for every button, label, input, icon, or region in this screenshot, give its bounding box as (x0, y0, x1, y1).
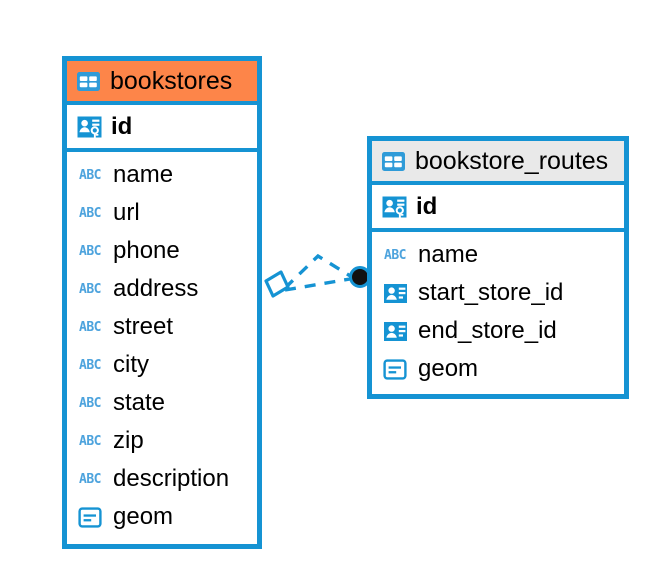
table-icon (76, 71, 101, 92)
primary-key-icon (76, 115, 103, 139)
relationship-source-diamond-icon (264, 270, 290, 298)
field-row[interactable]: ABC address (76, 270, 249, 308)
entity-bookstores-field-list: ABC name ABC url ABC phone ABC address A… (67, 152, 257, 540)
relationship-line-lower (284, 277, 351, 292)
text-field-icon: ABC (79, 205, 101, 221)
field-label: description (113, 465, 230, 492)
entity-bookstore-routes[interactable]: bookstore_routes id ABC name (367, 136, 629, 399)
entity-bookstores[interactable]: bookstores id ABC name (62, 56, 262, 549)
field-row[interactable]: geom (381, 350, 616, 388)
geometry-field-icon (76, 506, 104, 528)
text-field-icon: ABC (384, 247, 406, 263)
field-row[interactable]: ABC zip (76, 422, 249, 460)
field-label: phone (113, 237, 180, 264)
geometry-field-icon (381, 358, 409, 380)
field-row[interactable]: ABC street (76, 308, 249, 346)
entity-bookstores-title: bookstores (110, 66, 233, 95)
field-label: name (418, 241, 479, 268)
primary-key-icon (381, 195, 408, 219)
entity-bookstores-header[interactable]: bookstores (67, 61, 257, 105)
relationship-line-upper (283, 253, 353, 290)
table-icon (381, 151, 406, 172)
foreign-key-icon (381, 321, 409, 342)
entity-bookstore-routes-primary-key-row[interactable]: id (372, 185, 624, 232)
field-label: state (113, 389, 166, 416)
field-row[interactable]: ABC name (381, 236, 616, 274)
text-field-icon: ABC (79, 243, 101, 259)
field-label: city (113, 351, 149, 378)
text-field-icon: ABC (79, 167, 101, 183)
field-label: geom (113, 503, 174, 530)
entity-bookstore-routes-primary-key-label: id (416, 192, 438, 220)
entity-bookstore-routes-title: bookstore_routes (415, 146, 609, 175)
field-label: start_store_id (418, 279, 564, 306)
field-row[interactable]: start_store_id (381, 274, 616, 312)
field-label: name (113, 161, 174, 188)
text-field-icon: ABC (79, 281, 101, 297)
text-field-icon: ABC (79, 395, 101, 411)
entity-bookstores-primary-key-row[interactable]: id (67, 105, 257, 152)
field-label: zip (113, 427, 144, 454)
field-row[interactable]: ABC city (76, 346, 249, 384)
field-row[interactable]: geom (76, 498, 249, 536)
entity-bookstore-routes-field-list: ABC name start_store_id (372, 232, 624, 392)
field-row[interactable]: ABC url (76, 194, 249, 232)
field-label: street (113, 313, 174, 340)
field-row[interactable]: ABC description (76, 460, 249, 498)
text-field-icon: ABC (79, 357, 101, 373)
field-label: url (113, 199, 140, 226)
text-field-icon: ABC (79, 433, 101, 449)
field-row[interactable]: ABC state (76, 384, 249, 422)
foreign-key-icon (381, 283, 409, 304)
field-label: geom (418, 355, 479, 382)
field-row[interactable]: ABC phone (76, 232, 249, 270)
text-field-icon: ABC (79, 319, 101, 335)
text-field-icon: ABC (79, 471, 101, 487)
entity-bookstores-primary-key-label: id (111, 112, 133, 140)
entity-bookstore-routes-header[interactable]: bookstore_routes (372, 141, 624, 185)
field-row[interactable]: ABC name (76, 156, 249, 194)
field-label: end_store_id (418, 317, 557, 344)
field-row[interactable]: end_store_id (381, 312, 616, 350)
field-label: address (113, 275, 199, 302)
